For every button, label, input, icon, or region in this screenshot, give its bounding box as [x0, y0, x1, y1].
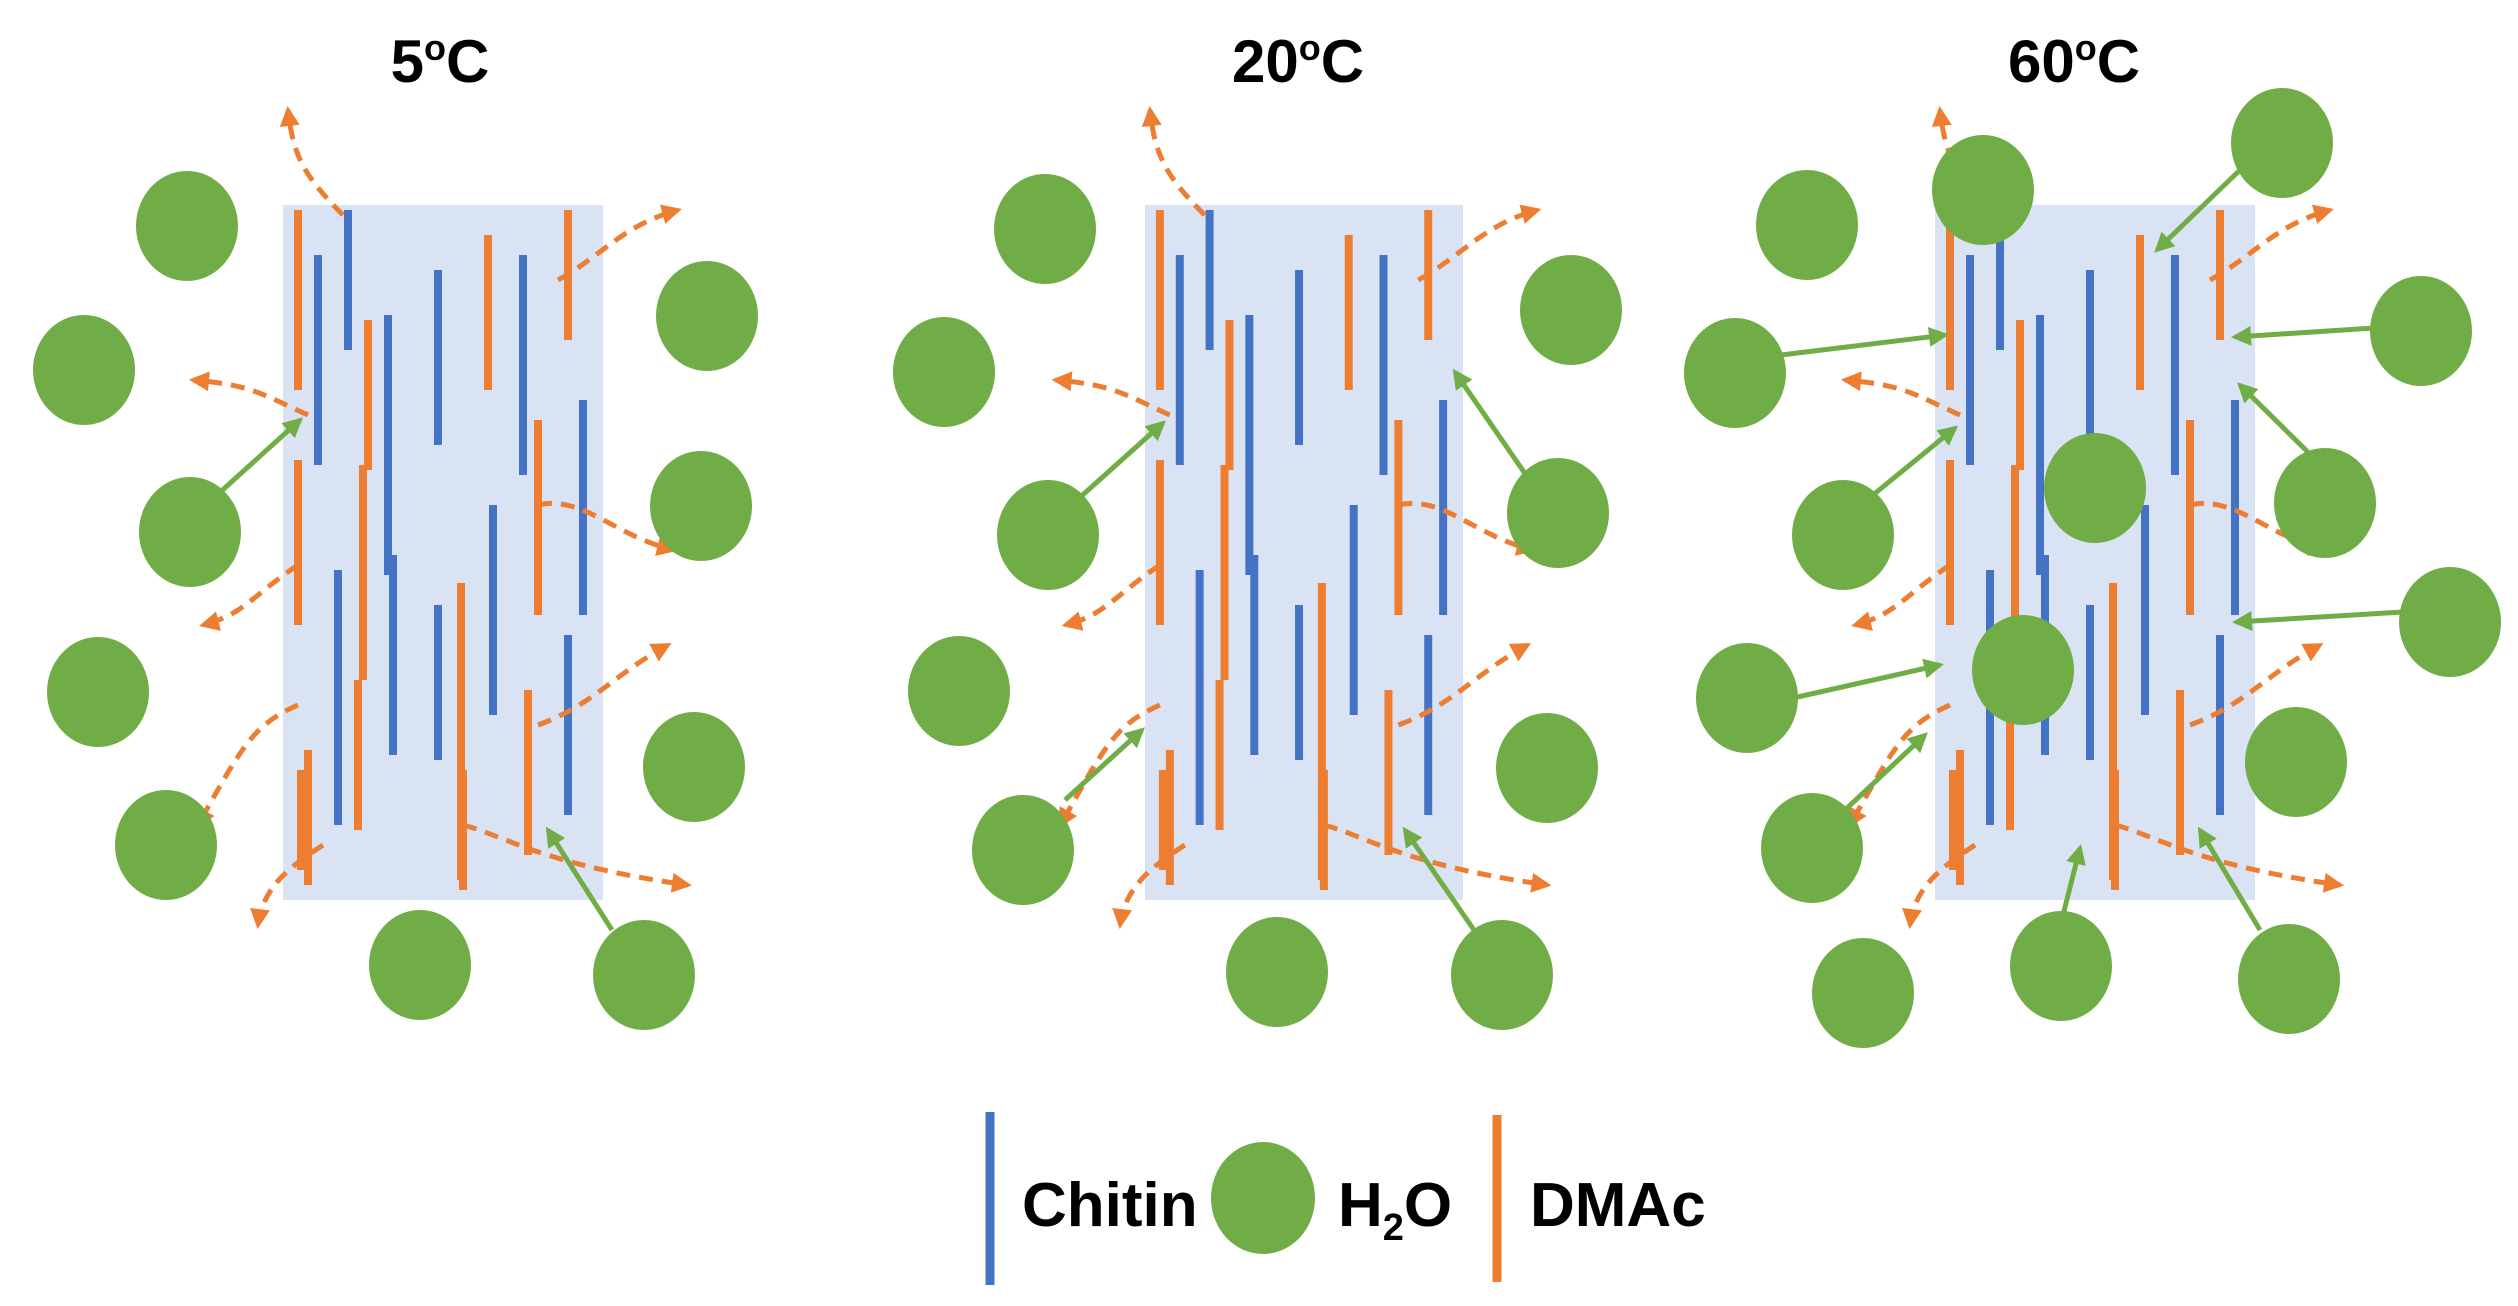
water-molecule: [2370, 276, 2472, 386]
dmac-release-arrow: [2114, 822, 2344, 893]
dmac-release-arrow: [199, 562, 300, 631]
dmac-release-arrow: [1902, 842, 1977, 929]
water-entry-arrow: [1871, 425, 1959, 497]
water-entry-arrow: [2154, 168, 2242, 253]
panel-title-5c: 5oC: [391, 27, 490, 95]
dmac-release-arrow: [1851, 562, 1952, 631]
water-molecule: [1496, 713, 1598, 823]
water-entry-arrow: [1452, 368, 1529, 477]
dmac-release-arrow: [1397, 642, 1532, 728]
water-molecule: [2399, 567, 2501, 677]
water-entry-arrow: [2197, 826, 2263, 932]
water-molecule: [1812, 938, 1914, 1048]
dmac-release-arrow: [250, 842, 325, 929]
water-molecule: [2231, 88, 2333, 198]
dmac-release-arrow: [189, 371, 310, 418]
water-molecule: [115, 790, 217, 900]
water-molecule: [994, 174, 1096, 284]
water-molecule: [643, 712, 745, 822]
water-molecule: [893, 317, 995, 427]
water-molecule: [1761, 793, 1863, 903]
water-molecule: [1972, 615, 2074, 725]
dmac-release-arrow: [1323, 822, 1552, 893]
dmac-release-arrow: [2189, 642, 2324, 728]
water-entry-arrow: [1843, 732, 1928, 812]
panel-5c: [33, 106, 758, 1030]
water-molecule: [908, 636, 1010, 746]
matrix-region: [283, 205, 603, 900]
legend-water-swatch: [1211, 1142, 1315, 1254]
water-molecule: [1226, 917, 1328, 1027]
water-entry-arrow: [2060, 844, 2086, 916]
matrix-region: [1935, 205, 2255, 900]
dmac-release-arrow: [279, 106, 345, 217]
water-molecule: [2274, 448, 2376, 558]
dmac-release-arrow: [2208, 204, 2334, 283]
water-molecule: [2044, 433, 2146, 543]
water-molecule: [650, 451, 752, 561]
water-entry-arrow: [1063, 727, 1145, 802]
water-molecule: [997, 480, 1099, 590]
water-entry-arrow: [1780, 327, 1949, 358]
legend-dmac-label: DMAc: [1530, 1171, 1706, 1240]
water-entry-arrow: [1402, 826, 1477, 932]
water-entry-arrow: [1075, 420, 1166, 502]
water-molecule: [2238, 924, 2340, 1034]
water-molecule: [136, 171, 238, 281]
water-molecule: [1507, 458, 1609, 568]
water-molecule: [1932, 135, 2034, 245]
panel-title-60c: 60oC: [2008, 27, 2140, 95]
water-molecule: [656, 261, 758, 371]
dmac-release-arrow: [537, 501, 677, 556]
water-molecule: [369, 910, 471, 1020]
panel-title-20c: 20oC: [1232, 27, 1364, 95]
water-entry-arrow: [545, 826, 615, 932]
water-entry-arrow: [215, 417, 303, 497]
water-molecule: [593, 920, 695, 1030]
legend: Chitin H2O DMAc: [985, 1112, 1706, 1285]
water-molecule: [1756, 170, 1858, 280]
legend-water-label: H2O: [1338, 1171, 1452, 1249]
dmac-release-arrow: [1417, 204, 1542, 283]
dmac-release-arrow: [462, 822, 692, 893]
water-molecule: [1684, 318, 1786, 428]
dmac-release-arrow: [537, 642, 672, 728]
water-molecule: [2010, 911, 2112, 1021]
dmac-release-arrow: [1141, 106, 1207, 217]
dmac-release-arrow: [1051, 371, 1171, 418]
water-molecule: [972, 795, 1074, 905]
legend-chitin-label: Chitin: [1022, 1171, 1198, 1240]
panel-20c: [893, 106, 1622, 1030]
water-entry-arrow: [1792, 658, 1944, 701]
water-molecule: [2245, 707, 2347, 817]
water-molecule: [139, 477, 241, 587]
water-molecule: [47, 637, 149, 747]
dmac-release-arrow: [1112, 842, 1187, 929]
water-molecule: [1520, 255, 1622, 365]
water-molecule: [1792, 480, 1894, 590]
matrix-region: [1145, 205, 1463, 900]
dmac-release-arrow: [1061, 562, 1162, 631]
water-molecule: [1696, 643, 1798, 753]
dmac-release-arrow: [556, 204, 682, 283]
water-molecule: [33, 315, 135, 425]
dmac-release-arrow: [1058, 702, 1161, 829]
dmac-release-arrow: [1841, 371, 1962, 418]
dmac-release-arrow: [1397, 501, 1537, 556]
panel-60c: [1684, 88, 2501, 1048]
water-entry-arrow: [2232, 609, 2404, 632]
water-molecule: [1451, 920, 1553, 1030]
water-entry-arrow: [2231, 325, 2375, 346]
